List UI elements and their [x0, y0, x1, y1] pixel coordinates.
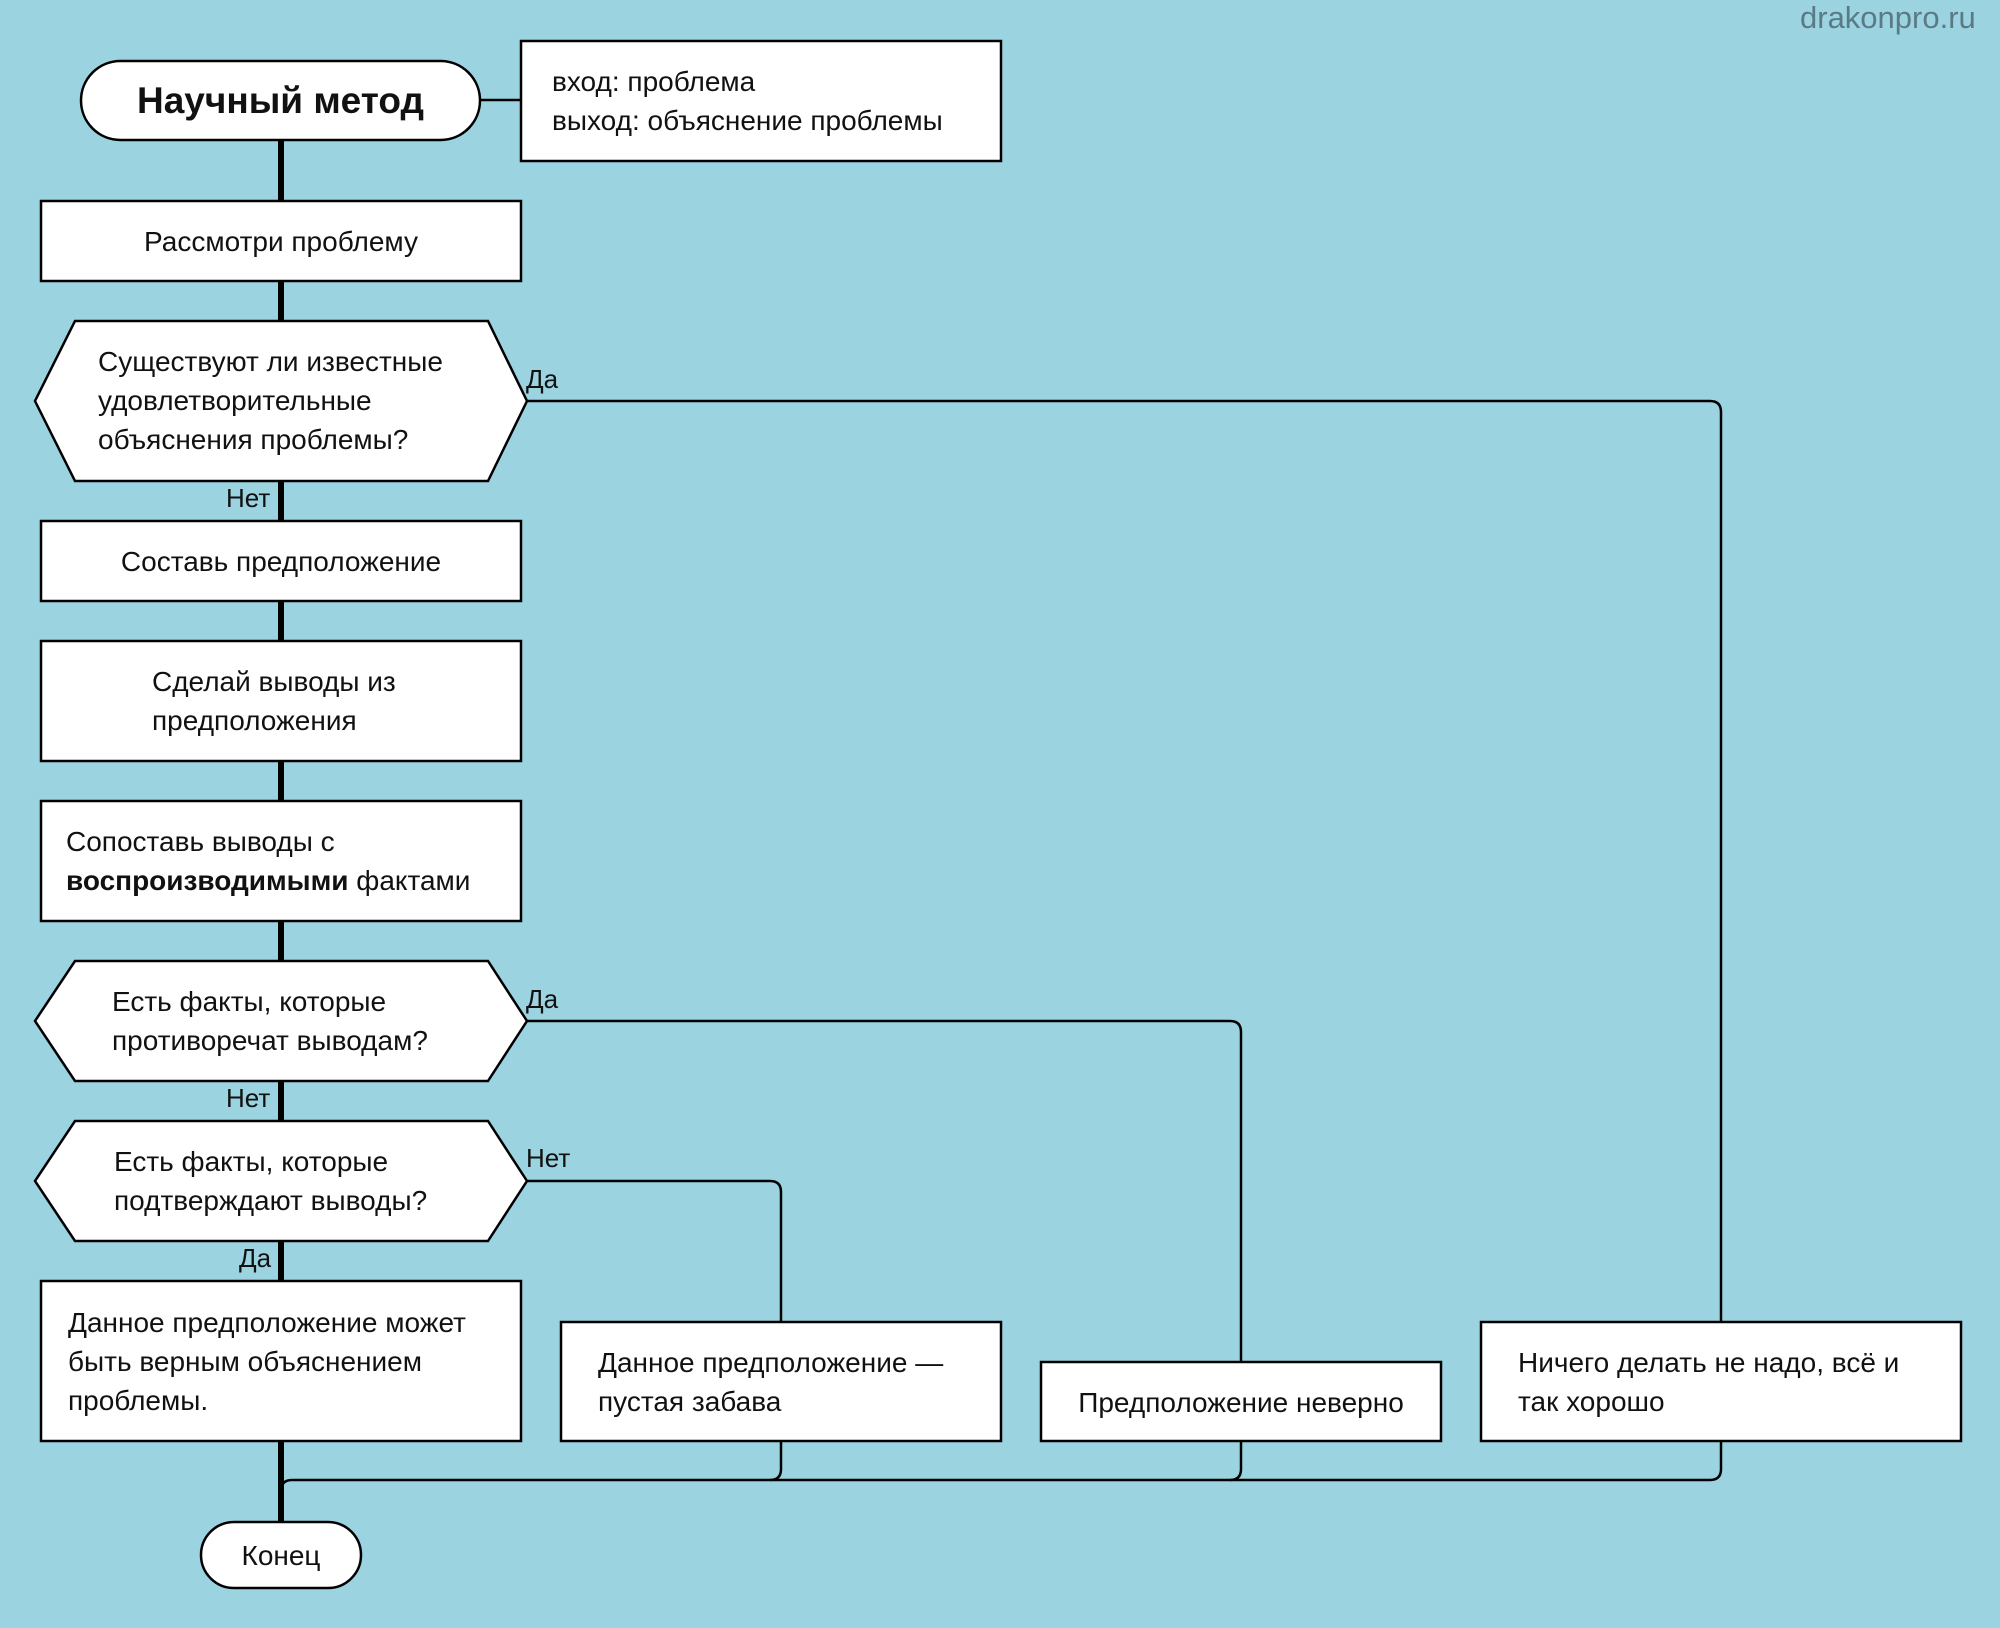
question-confirm [33, 1119, 529, 1243]
compare-label: Сопоставь выводы с воспроизводимыми факт… [66, 822, 470, 900]
question-line: удовлетворительные [98, 385, 372, 416]
action-wrong [1039, 1360, 1443, 1443]
bold-text: воспроизводимыми [66, 865, 349, 896]
end-label: Конец [241, 1539, 321, 1571]
params-text: вход: проблема выход: объяснение проблем… [552, 62, 943, 140]
action-line: быть верным объяснением [68, 1346, 422, 1377]
action-line: Данное предположение — [598, 1347, 944, 1378]
question-line: подтверждают выводы? [114, 1185, 428, 1216]
q1-no-label: Нет [226, 483, 271, 513]
param-input: вход: проблема [552, 66, 756, 97]
q2-yes-connector [527, 1019, 1243, 1362]
known-explanations-label: Существуют ли известные удовлетворительн… [98, 342, 443, 459]
action-nothing-to-do [1479, 1320, 1963, 1443]
question-line: Существуют ли известные [98, 346, 443, 377]
end-pill [199, 1520, 363, 1590]
action-line: Сделай выводы из [152, 666, 396, 697]
derive-conclusions-label: Сделай выводы из предположения [152, 662, 396, 740]
q2-no-label: Нет [226, 1083, 271, 1113]
action-make-hypothesis [39, 519, 523, 603]
action-line: предположения [152, 705, 357, 736]
params-box [519, 39, 1003, 163]
action-derive-conclusions [39, 639, 523, 763]
question-line: противоречат выводам? [112, 1025, 428, 1056]
q3-no-connector [527, 1179, 783, 1322]
make-hypothesis-label: Составь предположение [120, 545, 442, 577]
watermark: drakonpro.ru [1800, 0, 1976, 35]
action-line: проблемы. [68, 1385, 209, 1416]
diagram-title: Научный метод [136, 80, 425, 121]
question-line: объяснения проблемы? [98, 424, 409, 455]
action-line: воспроизводимыми фактами [66, 861, 470, 900]
merge-line-right [279, 1441, 1723, 1492]
question-line: Есть факты, которые [114, 1146, 389, 1177]
question-known-explanations [33, 319, 529, 483]
param-output: выход: объяснение проблемы [552, 105, 943, 136]
question-contradict [33, 959, 529, 1083]
confirm-label: Есть факты, которые подтверждают выводы? [114, 1142, 427, 1220]
wrong-label: Предположение неверно [1078, 1386, 1404, 1418]
action-consider-problem [39, 199, 523, 283]
nothing-to-do-label: Ничего делать не надо, всё и так хорошо [1518, 1343, 1899, 1421]
merge-line-wrong [1229, 1441, 1243, 1482]
merge-line-empty [769, 1441, 783, 1482]
consider-problem-label: Рассмотри проблему [144, 225, 418, 257]
action-compare [39, 799, 523, 923]
action-empty-fun [559, 1320, 1003, 1443]
contradict-label: Есть факты, которые противоречат выводам… [112, 982, 428, 1060]
action-line: так хорошо [1518, 1386, 1665, 1417]
action-line: Сопоставь выводы с [66, 826, 335, 857]
action-line: Данное предположение может [68, 1307, 466, 1338]
q1-yes-connector [527, 399, 1723, 1322]
empty-fun-label: Данное предположение — пустая забава [598, 1343, 943, 1421]
q1-yes-label: Да [526, 364, 559, 394]
q3-yes-label: Да [239, 1243, 272, 1273]
q3-no-label: Нет [526, 1143, 571, 1173]
title-pill [79, 59, 482, 142]
action-line: пустая забава [598, 1386, 782, 1417]
action-line: Ничего делать не надо, всё и [1518, 1347, 1900, 1378]
question-line: Есть факты, которые [112, 986, 387, 1017]
action-text: фактами [348, 865, 471, 896]
q2-yes-label: Да [526, 984, 559, 1014]
may-be-true-label: Данное предположение может быть верным о… [68, 1303, 466, 1420]
action-may-be-true [39, 1279, 523, 1443]
